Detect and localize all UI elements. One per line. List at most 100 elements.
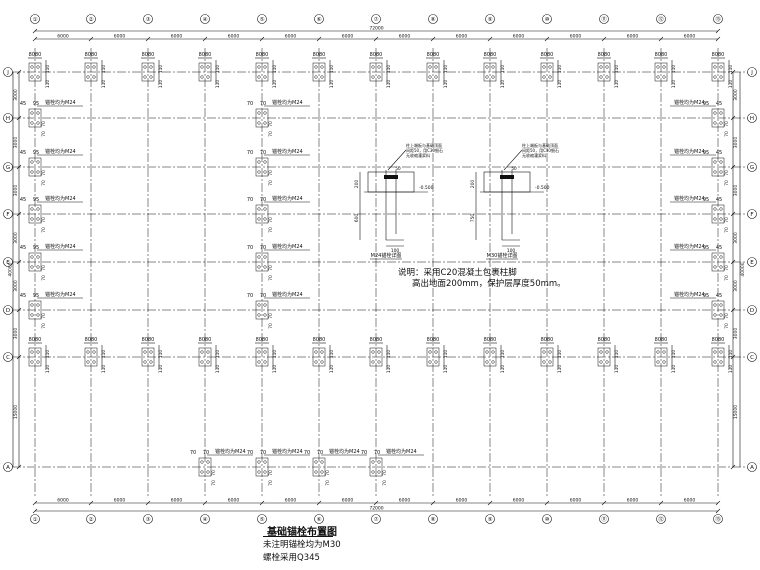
bottom-dim-text-9: 6000 (513, 498, 525, 504)
bottom-dim-text-11: 6000 (627, 498, 639, 504)
frame-anchor-9-plate (483, 62, 497, 82)
frame-anchor-26-spacing-text: 8080 (712, 337, 725, 343)
bottom-dim-text-1: 6000 (57, 498, 69, 504)
m24-anchor-8-bolt-2 (263, 207, 267, 211)
m24-anchor-5-bolt-1 (30, 303, 34, 307)
m24-anchor-7-dim70-a: 70 (268, 170, 274, 176)
anchor-detail-2-level: -0.500 (535, 185, 550, 191)
frame-anchor-16-dim110-bottom: 110 (158, 365, 164, 374)
m24-anchor-12-bolt-4 (719, 170, 723, 174)
col-bubble-top-11-circle (599, 14, 609, 24)
m24-anchor-15-dim-right: 45 (716, 293, 722, 299)
m24-anchor-16-dim70-b: 70 (211, 480, 217, 486)
top-dim-tick-2 (88, 36, 94, 42)
frame-anchor-23-plate (540, 347, 554, 367)
frame-anchor-7-dim110-top: 110 (386, 65, 392, 74)
row-bubble-right-7-label: C (750, 355, 754, 361)
frame-anchor-23-spacing-text: 8080 (541, 337, 554, 343)
left-dim-tick-5 (16, 259, 22, 265)
drawing-title: 基础锚栓布置图 (267, 527, 337, 538)
frame-anchor-2-bolt-1 (86, 65, 90, 69)
frame-anchor-11-bolt-2 (605, 65, 609, 69)
frame-anchor-26-bolt-1 (713, 350, 717, 354)
bottom-dim-tick-5 (259, 500, 265, 506)
left-dim-text-2: 3000 (13, 137, 19, 149)
m24-anchor-4-dim70-b: 70 (41, 275, 47, 281)
frame-anchor-6-bolt-1 (314, 65, 318, 69)
frame-anchor-13-bolt-3 (713, 75, 717, 79)
top-dim-text-4: 6000 (228, 34, 240, 40)
frame-anchor-2-plate (84, 62, 98, 82)
bottom-dim-tick-8 (430, 500, 436, 506)
m24-anchor-19-label: 锚栓均为M24 (386, 448, 417, 455)
col-bubble-top-12-circle (656, 14, 666, 24)
frame-anchor-7-dim110-bottom: 110 (386, 80, 392, 89)
frame-anchor-22-bolt-3 (485, 360, 489, 364)
right-dim-text-3: 3000 (733, 185, 739, 197)
m24-anchor-10-plate (255, 300, 269, 320)
col-bubble-bottom-11-circle (599, 514, 609, 524)
row-bubble-left-6-label: D (6, 308, 10, 314)
m24-anchor-3-bolt-3 (30, 217, 34, 221)
m24-anchor-19-dim-right: 70 (374, 450, 380, 456)
m24-anchor-2-dim70-b: 70 (41, 180, 47, 186)
frame-anchor-6-bolt-2 (320, 65, 324, 69)
m24-anchor-6-plate (255, 108, 269, 128)
col-bubble-top-2-label: ② (89, 16, 94, 23)
m24-anchor-12-label: 锚栓均为M24 (674, 148, 705, 155)
bottom-dim-tick-3 (145, 500, 151, 506)
bottom-total-tick-l (32, 508, 38, 514)
frame-anchor-18-bolt-1 (257, 350, 261, 354)
m24-anchor-6-bolt-4 (263, 121, 267, 125)
frame-anchor-19-bolt-3 (314, 360, 318, 364)
m24-anchor-15-dim-left: 95 (703, 293, 709, 299)
m24-anchor-19-bolt-4 (377, 470, 381, 474)
frame-anchor-16-bolt-3 (143, 360, 147, 364)
row-bubble-left-7-circle (3, 352, 13, 362)
m24-anchor-18-dim-left: 70 (304, 450, 310, 456)
frame-anchor-25-spacing-text: 8080 (655, 337, 668, 343)
frame-anchor-15-plate (84, 347, 98, 367)
m24-anchor-5-dim-right: 95 (33, 293, 39, 299)
m24-anchor-11-bolt-2 (719, 111, 723, 115)
m24-anchor-9-dim70-b: 70 (268, 275, 274, 281)
frame-anchor-1-dim110-bottom: 110 (45, 80, 51, 89)
top-dim-text-1: 6000 (57, 34, 69, 40)
bottom-dim-text-5: 6000 (285, 498, 297, 504)
frame-anchor-12-spacing-text: 8080 (655, 52, 668, 58)
frame-anchor-25-plate (654, 347, 668, 367)
bottom-dim-tick-10 (544, 500, 550, 506)
right-dim-tick-4 (730, 211, 736, 217)
m24-anchor-2-bolt-4 (36, 170, 40, 174)
frame-anchor-14-bolt-4 (36, 360, 40, 364)
frame-anchor-22-spacing-text: 8080 (484, 337, 497, 343)
m24-anchor-1-plate (28, 108, 42, 128)
frame-anchor-10-bolt-3 (542, 75, 546, 79)
frame-anchor-10-bolt-4 (548, 75, 552, 79)
col-bubble-bottom-9-circle (485, 514, 495, 524)
row-bubble-left-5-circle (3, 257, 13, 267)
top-dim-text-5: 6000 (285, 34, 297, 40)
frame-anchor-2-spacing-text: 8080 (85, 52, 98, 58)
bottom-dim-text-12: 6000 (684, 498, 696, 504)
anchor-detail-2-base-plate (500, 175, 514, 179)
frame-anchor-18-bolt-4 (263, 360, 267, 364)
frame-anchor-3-bolt-1 (143, 65, 147, 69)
m24-anchor-13-plate (711, 204, 725, 224)
col-bubble-top-13-label: ⑬ (715, 15, 721, 23)
left-dim-text-4: 3000 (13, 232, 19, 244)
m24-anchor-4-dim-right: 95 (33, 245, 39, 251)
row-bubble-right-1-circle (747, 67, 757, 77)
m24-anchor-11-bolt-4 (719, 121, 723, 125)
frame-anchor-6-spacing-text: 8080 (313, 52, 326, 58)
frame-anchor-4-bolt-2 (206, 65, 210, 69)
frame-anchor-23-bolt-1 (542, 350, 546, 354)
m24-anchor-10-bolt-2 (263, 303, 267, 307)
right-dim-tick-1 (730, 69, 736, 75)
frame-anchor-4-bolt-3 (200, 75, 204, 79)
frame-anchor-8-bolt-4 (434, 75, 438, 79)
frame-anchor-5-bolt-2 (263, 65, 267, 69)
m24-anchor-12-dim70-a: 70 (724, 170, 730, 176)
anchor-detail-1-callout-2: 间距50，用C30细石 (406, 147, 443, 153)
